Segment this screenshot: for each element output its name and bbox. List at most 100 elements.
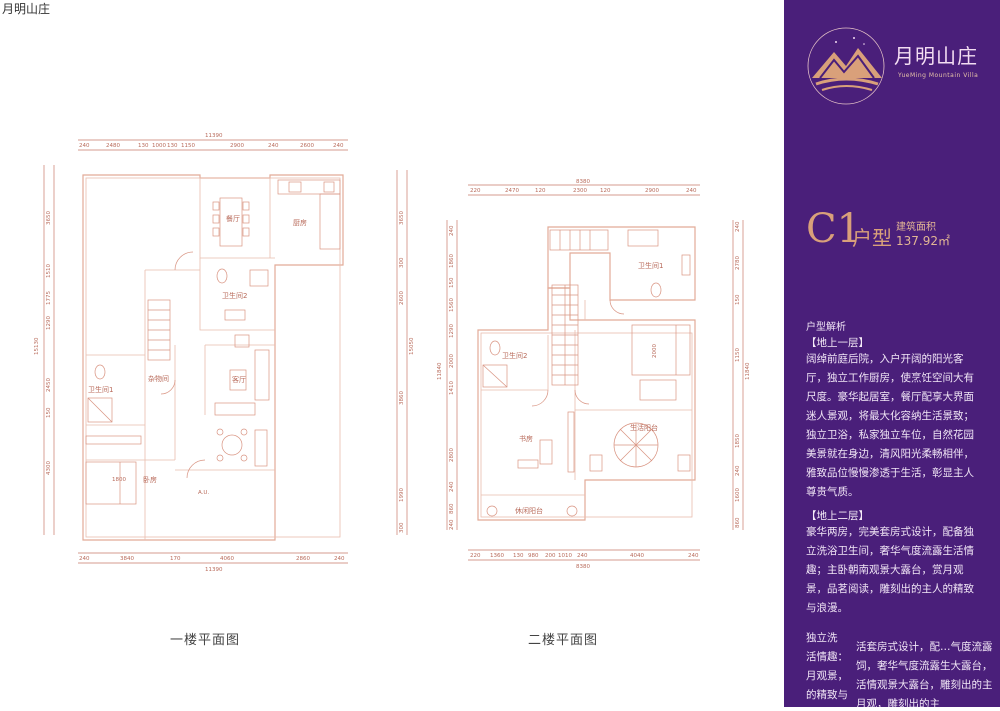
- f2-left-dim: 1410: [449, 381, 455, 395]
- overflow-text-left: 活情趣：: [806, 651, 848, 663]
- brand-name: 月明山庄: [894, 44, 978, 68]
- f1-top-dim: 2600: [300, 143, 314, 149]
- floor2-heading: 【地上二层】: [806, 510, 869, 522]
- f2-left-dim: 1290: [449, 324, 455, 338]
- f1-top-dim: 240: [79, 143, 90, 149]
- f1-left-dim: 1510: [46, 264, 52, 278]
- f2-top-dim: 220: [470, 188, 481, 194]
- f2-left-dim: 2800: [449, 448, 455, 462]
- f2-bottom-dim: 240: [688, 553, 699, 559]
- f2-bottom-dim: 1010: [558, 553, 572, 559]
- f2-right-dim: 1150: [735, 348, 741, 362]
- f2-right-dim: 240: [735, 465, 741, 476]
- f2-right-dim: 240: [735, 221, 741, 232]
- f2-left-dim: 1560: [449, 298, 455, 312]
- f2-bottom-dim: 980: [528, 553, 539, 559]
- f2-room-leisure-balcony: 休闲阳台: [515, 506, 543, 515]
- f2-right-dim: 1850: [735, 434, 741, 448]
- f2-room-bath2: 卫生间2: [502, 351, 527, 360]
- unit-code: C1: [806, 206, 863, 252]
- f2-left-dim: 240: [449, 519, 455, 530]
- f1-left-dim: 1290: [46, 316, 52, 330]
- f2-left-total: 11840: [437, 362, 443, 380]
- f2-top-dim: 120: [535, 188, 546, 194]
- area-value: 137.92㎡: [896, 234, 950, 248]
- f2-left-dim: 1860: [449, 254, 455, 268]
- f2-bottom-dim: 130: [513, 553, 524, 559]
- f1-room-kitchen: 厨房: [293, 218, 307, 227]
- f1-bottom-total: 11390: [205, 567, 223, 573]
- overflow-text-left: 的精致与: [806, 689, 848, 701]
- f1-top-dim: 2480: [106, 143, 120, 149]
- f2-top-dim: 120: [600, 188, 611, 194]
- floor2-caption: 二楼平面图: [528, 633, 599, 648]
- overflow-text-left: 月观景，: [806, 670, 848, 682]
- f1-mark-1: 1800: [112, 477, 126, 483]
- f2-right-dim: 2780: [735, 256, 741, 270]
- info-panel: 月明山庄 YueMing Mountain Villa C1 户型 建筑面积 1…: [784, 0, 1000, 707]
- analysis-title: 户型解析: [806, 322, 846, 333]
- f2-room-bath1: 卫生间1: [638, 261, 663, 270]
- floor1-plan: [43, 139, 408, 564]
- floor2-plan: [446, 184, 744, 561]
- f1-room-storage: 杂物间: [148, 374, 169, 383]
- f2-left-dim: 2000: [449, 354, 455, 368]
- f1-bottom-dim: 170: [170, 556, 181, 562]
- f1-room-bedroom: 卧房: [143, 475, 157, 484]
- f2-bottom-dim: 220: [470, 553, 481, 559]
- f1-top-total: 11390: [205, 133, 223, 139]
- f1-left-total: 15130: [34, 337, 40, 355]
- f1-top-dim: 2900: [230, 143, 244, 149]
- floor-plans-drawing: .w { fill: none; stroke: #e2ab98; stroke…: [34, 133, 751, 573]
- brand-subtitle: YueMing Mountain Villa: [898, 72, 979, 79]
- f2-left-dim: 860: [449, 503, 455, 514]
- f2-bottom-dim: 1360: [490, 553, 504, 559]
- f2-right-dim: 1600: [735, 488, 741, 502]
- f2-room-study: 书房: [519, 434, 533, 443]
- f2-right-dim: 860: [735, 517, 741, 528]
- f2-right-total: 11840: [745, 362, 751, 380]
- f1-top-dim: 240: [333, 143, 344, 149]
- f1-right-dim: 300: [399, 257, 405, 268]
- floor1-heading: 【地上一层】: [806, 337, 869, 349]
- f1-right-dim: 300: [399, 522, 405, 533]
- f1-bottom-dim: 3840: [120, 556, 134, 562]
- f1-top-dim: 130: [167, 143, 178, 149]
- f2-top-dim: 2300: [573, 188, 587, 194]
- f2-top-total: 8380: [576, 179, 590, 185]
- mountain-moon-icon: [807, 27, 885, 105]
- f1-right-dim: 1990: [399, 488, 405, 502]
- f2-left-dim: 240: [449, 225, 455, 236]
- f2-bottom-dim: 200: [545, 553, 556, 559]
- f2-top-dim: 240: [686, 188, 697, 194]
- f2-top-dim: 2900: [645, 188, 659, 194]
- f1-room-bath2: 卫生间2: [222, 291, 247, 300]
- f1-left-dim: 4300: [46, 461, 52, 475]
- f1-bottom-dim: 2860: [296, 556, 310, 562]
- f1-right-dim: 3650: [399, 211, 405, 225]
- f1-right-dim: 2600: [399, 291, 405, 305]
- f1-room-bath1: 卫生间1: [88, 385, 113, 394]
- f1-top-dim: 1150: [181, 143, 195, 149]
- f2-left-dim: 150: [449, 277, 455, 288]
- overflow-text-right: 月观，雕刻出的主: [856, 698, 940, 707]
- f1-mark-2: A.U.: [198, 490, 209, 496]
- f1-bottom-dim: 4060: [220, 556, 234, 562]
- overflow-text-right: 饲，奢华气度流露生大露台，: [856, 660, 993, 672]
- f2-right-dim: 150: [735, 294, 741, 305]
- overflow-text-left: 独立洗: [806, 632, 838, 644]
- f2-left-dim: 240: [449, 481, 455, 492]
- f1-left-dim: 1775: [46, 291, 52, 305]
- f1-bottom-dim: 240: [334, 556, 345, 562]
- f1-left-dim: 3650: [46, 211, 52, 225]
- f1-left-dim: 150: [46, 407, 52, 418]
- page-title: 月明山庄: [2, 2, 51, 16]
- unit-type: 户型: [852, 226, 892, 250]
- overflow-text-right: 活情观景大露台，雕刻出的主: [856, 679, 993, 691]
- f1-right-dim: 3860: [399, 391, 405, 405]
- f1-left-dim: 2450: [46, 378, 52, 392]
- brand-logo: 月明山庄 YueMing Mountain Villa: [806, 26, 996, 106]
- f2-room-living-balcony: 生活阳台: [630, 423, 658, 432]
- f1-room-living: 客厅: [232, 375, 246, 384]
- f1-top-dim: 130: [138, 143, 149, 149]
